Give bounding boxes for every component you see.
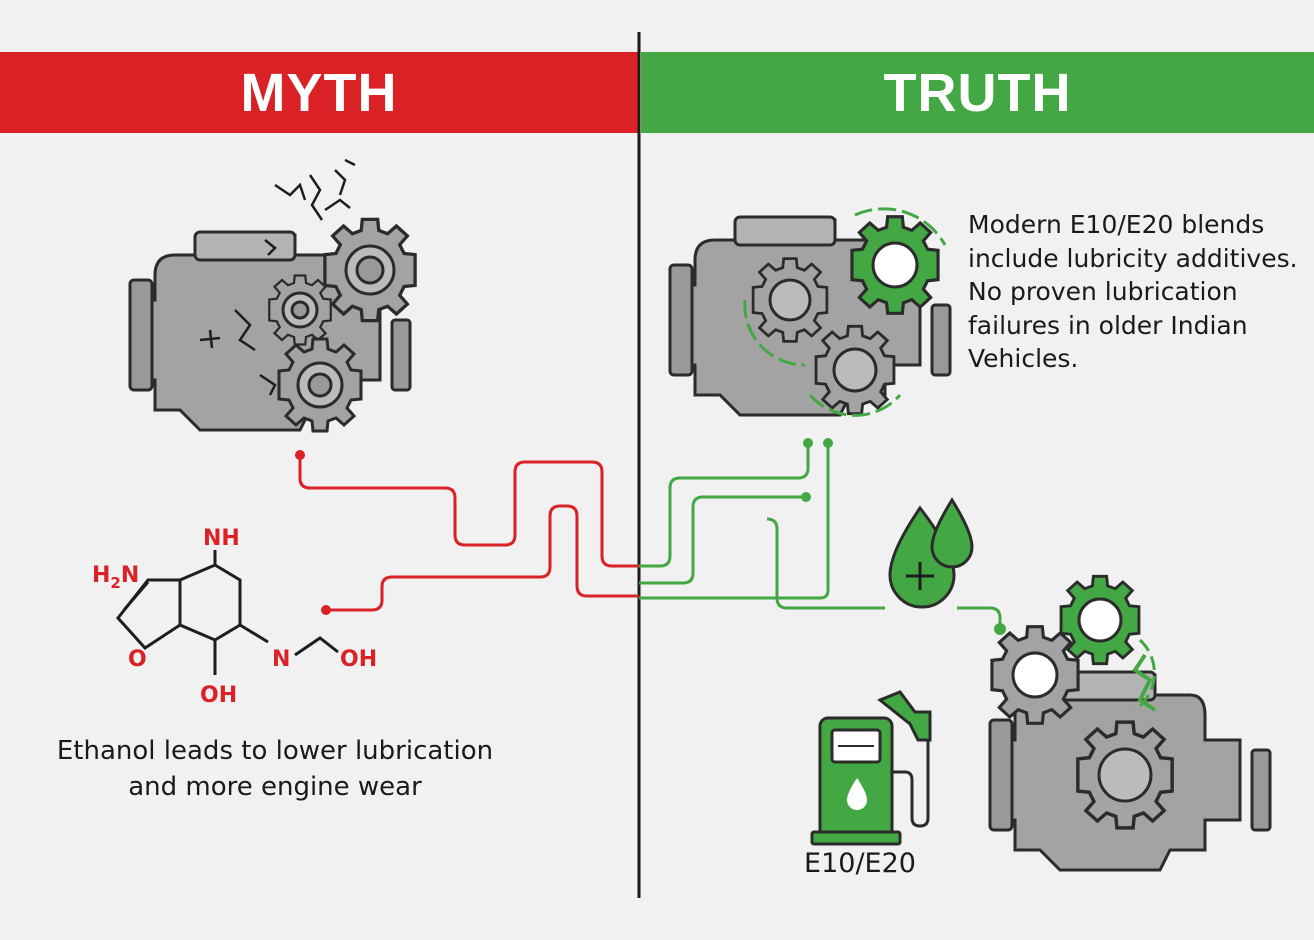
- myth-red-connector-1: [298, 455, 639, 568]
- truth-green-connector-2: [639, 495, 806, 585]
- truth-banner: TRUTH: [641, 52, 1314, 133]
- myth-caption: Ethanol leads to lower lubrication and m…: [40, 733, 510, 805]
- myth-caption-line-2: and more engine wear: [128, 772, 422, 802]
- cracked-engine-icon: [128, 158, 417, 433]
- fuel-pump-icon: [810, 690, 932, 846]
- molecule-label-oh-bottom: OH: [200, 683, 237, 708]
- truth-green-connector-5: [957, 606, 1002, 629]
- molecule-labels: NH H2N O N OH OH: [92, 526, 377, 708]
- molecule-label-oh-right: OH: [340, 647, 377, 672]
- molecule-label-o: O: [128, 647, 147, 672]
- myth-banner: MYTH: [0, 52, 638, 133]
- truth-line-2: include lubricity additives.: [968, 243, 1298, 273]
- truth-line-5: Vehicles.: [968, 344, 1079, 373]
- molecule-icon: [116, 550, 339, 675]
- truth-green-connector-1: [639, 443, 810, 568]
- molecule-label-nh: NH: [203, 526, 240, 551]
- oil-drop-plus-icon: [888, 497, 974, 609]
- truth-green-connector-3: [639, 443, 830, 600]
- connector-lines: [295, 438, 1006, 635]
- molecule-label-n: N: [272, 647, 290, 672]
- truth-line-1: Modern E10/E20 blends: [968, 210, 1265, 239]
- truth-line-4: failures in older Indian: [968, 310, 1248, 340]
- myth-caption-line-1: Ethanol leads to lower lubrication: [56, 736, 494, 766]
- stress-marks: [274, 158, 356, 221]
- truth-green-connector-4: [766, 517, 885, 610]
- truth-statement: Modern E10/E20 blends include lubricity …: [968, 208, 1308, 376]
- truth-line-3: No proven lubrication: [968, 277, 1238, 306]
- svg-text:H2N: H2N: [92, 563, 139, 592]
- healthy-engine-icon: [668, 207, 952, 417]
- engine-with-gears-icon: [988, 574, 1272, 872]
- truth-title: TRUTH: [883, 62, 1072, 123]
- myth-title: MYTH: [240, 62, 398, 123]
- myth-red-connector-2: [326, 504, 639, 612]
- pump-label: E10/E20: [804, 848, 916, 879]
